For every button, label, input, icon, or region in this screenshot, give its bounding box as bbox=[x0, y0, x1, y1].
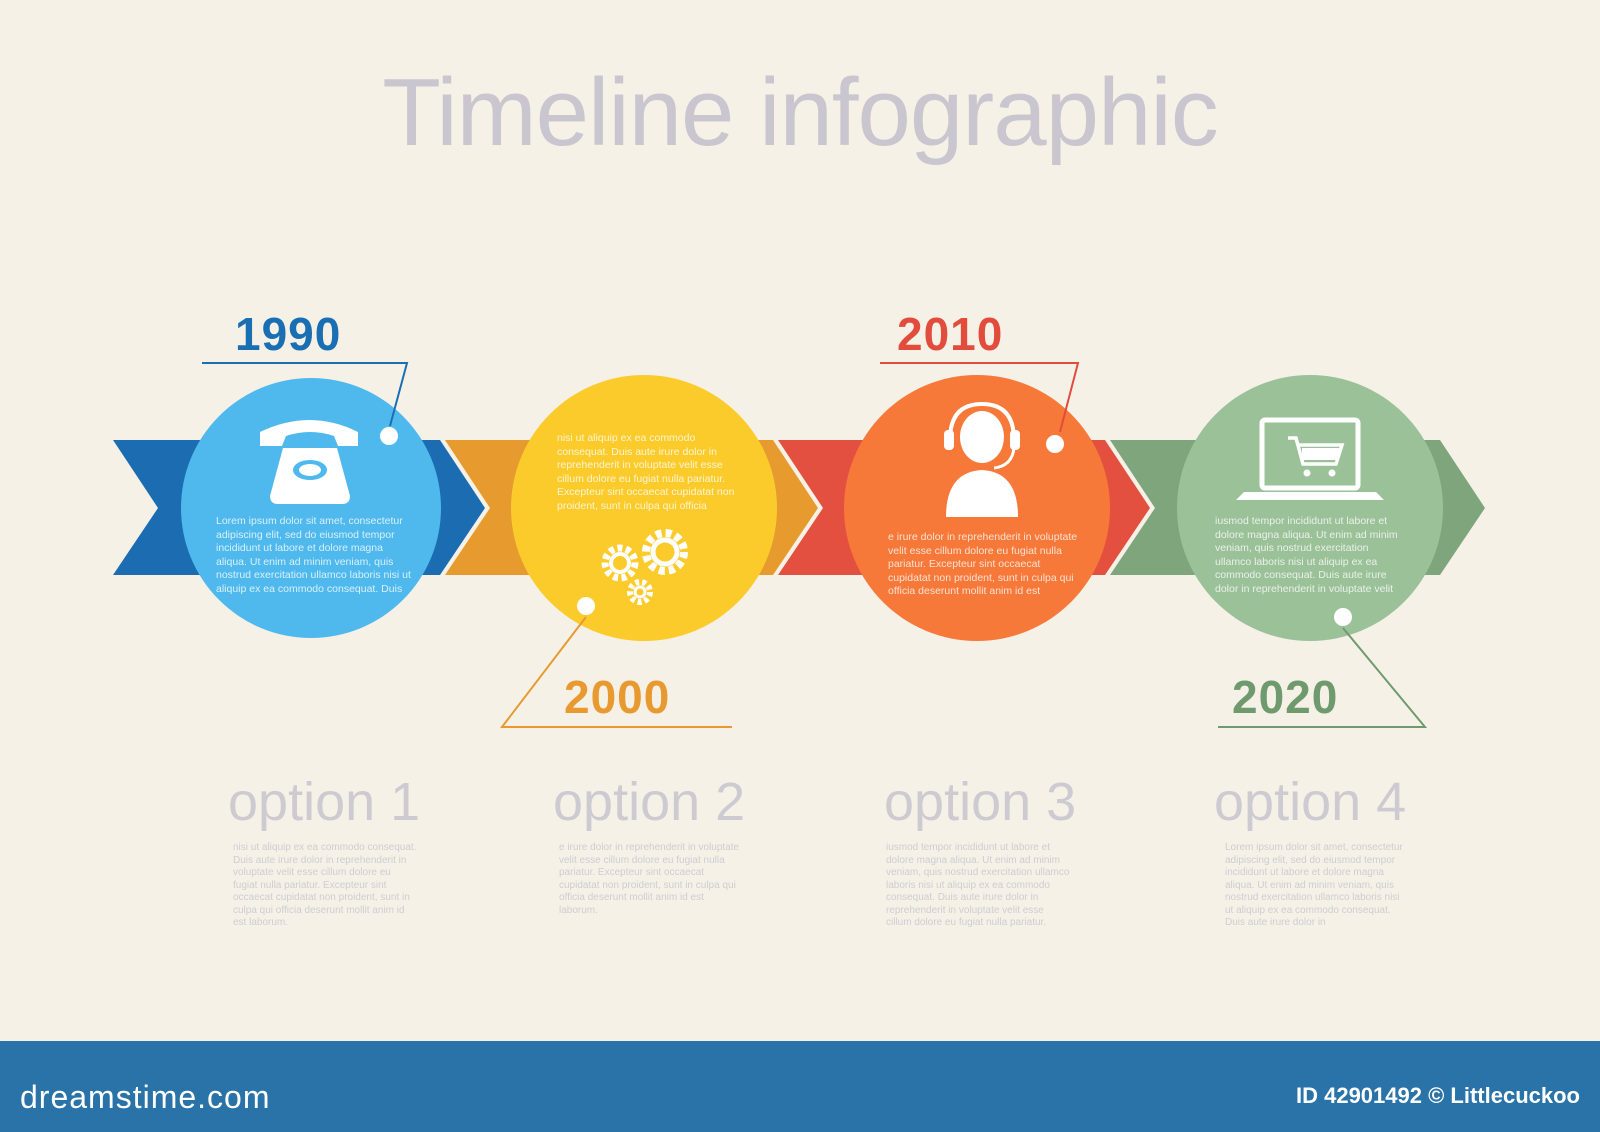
callout-2000 bbox=[499, 597, 732, 728]
year-label-2000: 2000 bbox=[564, 671, 671, 723]
gears-icon bbox=[601, 529, 688, 605]
option-label-4: option 4 bbox=[1214, 772, 1407, 832]
circle-text-2: nisi ut aliquip ex ea commodo consequat.… bbox=[557, 432, 735, 514]
year-label-1990: 1990 bbox=[235, 308, 342, 360]
footer-bar: dreamstime.com ID 42901492 © Littlecucko… bbox=[0, 1041, 1600, 1132]
circle-step-1 bbox=[181, 378, 441, 638]
option-label-1: option 1 bbox=[228, 772, 421, 832]
circle-step-2 bbox=[511, 375, 777, 641]
page-title: Timeline infographic bbox=[382, 59, 1219, 166]
telephone-icon bbox=[260, 420, 358, 504]
circle-text-3: e irure dolor in reprehenderit in volupt… bbox=[888, 531, 1078, 599]
year-label-2020: 2020 bbox=[1232, 671, 1339, 723]
year-label-2010: 2010 bbox=[897, 308, 1004, 360]
circle-step-4 bbox=[1177, 375, 1443, 641]
option-label-3: option 3 bbox=[884, 772, 1077, 832]
option-label-2: option 2 bbox=[553, 772, 746, 832]
headset-operator-icon bbox=[944, 401, 1020, 517]
option-description-1: nisi ut aliquip ex ea commodo consequat.… bbox=[233, 842, 417, 928]
option-description-2: e irure dolor in reprehenderit in volupt… bbox=[559, 842, 740, 916]
laptop-cart-icon bbox=[1236, 417, 1384, 500]
callout-1990 bbox=[202, 362, 409, 445]
circle-text-1: Lorem ipsum dolor sit amet, consectetur … bbox=[216, 515, 411, 597]
circle-text-4: iusmod tempor incididunt ut labore et do… bbox=[1215, 515, 1398, 597]
option-description-4: Lorem ipsum dolor sit amet, consectetur … bbox=[1225, 842, 1403, 928]
image-credit: ID 42901492 © Littlecuckoo bbox=[1295, 1083, 1580, 1108]
option-description-3: iusmod tempor incididunt ut labore et do… bbox=[886, 842, 1070, 928]
brand-logo-text[interactable]: dreamstime.com bbox=[20, 1079, 271, 1115]
callout-2020 bbox=[1218, 608, 1428, 728]
callout-2010 bbox=[880, 362, 1080, 453]
